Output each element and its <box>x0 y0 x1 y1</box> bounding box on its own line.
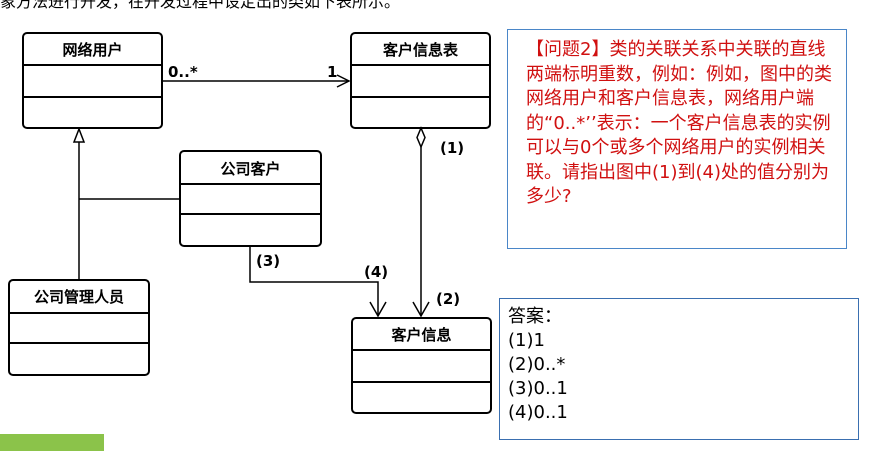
question-box: 【问题2】类的关联关系中关联的直线两端标明重数，例如：例如，图中的类网络用户和客… <box>507 29 847 249</box>
class-customer-info <box>351 317 492 414</box>
answer-box: 答案： (1)1 (2)0..* (3)0..1 (4)0..1 <box>499 298 859 440</box>
customer-arrow-icon <box>369 301 387 318</box>
aggregation-arrow-icon <box>412 301 430 318</box>
generalization-triangle-icon <box>72 126 86 143</box>
section-tab <box>0 434 104 451</box>
answer-title: 答案： <box>508 306 562 327</box>
label-1: (1) <box>440 139 464 157</box>
answer-line: (4)0..1 <box>508 402 568 423</box>
class-name-customer-info: 客户信息 <box>390 326 451 344</box>
class-name-customer-info-table: 客户信息表 <box>382 41 459 59</box>
answer-line: (1)1 <box>508 330 545 351</box>
label-3: (3) <box>256 252 280 270</box>
class-name-company-admin: 公司管理人员 <box>34 288 124 306</box>
uml-class-diagram: 网络用户 客户信息表 公司客户 公司管理人员 客户信息 0..* 1 (1) (… <box>8 32 492 414</box>
arrow-head-icon <box>336 74 351 88</box>
multiplicity-user-side: 0..* <box>168 63 198 81</box>
aggregation-diamond-icon <box>416 126 426 149</box>
class-name-network-user: 网络用户 <box>62 41 122 59</box>
customer-association-line <box>249 246 379 316</box>
multiplicity-table-side: 1 <box>327 63 337 81</box>
label-2: (2) <box>436 290 460 308</box>
label-4: (4) <box>364 263 388 281</box>
answer-line: (3)0..1 <box>508 378 568 399</box>
header-text: 象方法进行开发，在开发过程中设定出的类如下表所示。 <box>0 0 401 11</box>
class-name-company-customer: 公司客户 <box>220 160 280 178</box>
answer-line: (2)0..* <box>508 354 566 375</box>
